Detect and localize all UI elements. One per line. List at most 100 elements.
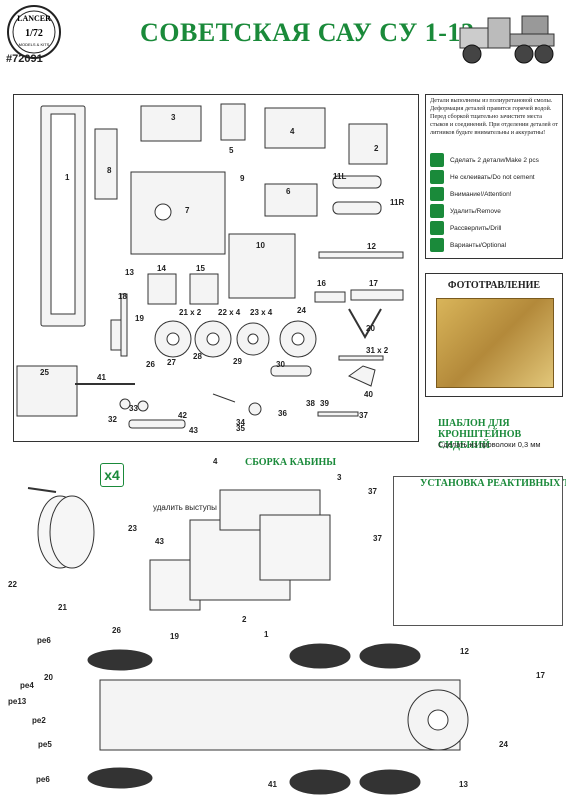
chassis-label: 41 xyxy=(268,780,277,789)
cabin-label: 43 xyxy=(155,537,164,546)
part-number: 11L xyxy=(333,172,347,181)
legend-row: Сделать 2 детали/Make 2 pcs xyxy=(430,153,562,169)
part-number: 14 xyxy=(157,264,166,273)
part-number: 5 xyxy=(229,146,234,155)
template-note: Сделать из проволоки 0,3 мм xyxy=(438,440,541,449)
part-number: 30 xyxy=(276,360,285,369)
part-number: 38 xyxy=(306,399,315,408)
part-number: 36 xyxy=(278,409,287,418)
part-number: 20 xyxy=(366,324,375,333)
sku-code: #72091 xyxy=(6,53,43,65)
part-number: 34 xyxy=(236,418,245,427)
chassis-label: 13 xyxy=(459,780,468,789)
remove-icon xyxy=(430,204,444,218)
brand-scale: 1/72 xyxy=(25,28,43,39)
part-number: 35 xyxy=(236,424,245,433)
chassis-label: 17 xyxy=(536,671,545,680)
part-number: 16 xyxy=(317,279,326,288)
part-number: 43 xyxy=(189,426,198,435)
page-title: СОВЕТСКАЯ САУ СУ 1-12 xyxy=(140,18,475,47)
legend-row: Удалить/Remove xyxy=(430,204,562,220)
chassis-label: 24 xyxy=(499,740,508,749)
chassis-label: pe2 xyxy=(32,716,46,725)
cabin-label: 4 xyxy=(213,457,218,466)
parts-sprue-panel xyxy=(13,94,419,442)
part-number: 21 x 2 xyxy=(179,308,202,317)
part-number: 27 xyxy=(167,358,176,367)
chassis-label: 26 xyxy=(112,626,121,635)
part-number: 13 xyxy=(125,268,134,277)
part-number: 31 x 2 xyxy=(366,346,389,355)
part-number: 9 xyxy=(240,174,245,183)
drill-icon xyxy=(430,221,444,235)
legend-row: Не склеивать/Do not cement xyxy=(430,170,562,186)
part-number: 7 xyxy=(185,206,190,215)
optional-icon xyxy=(430,238,444,252)
chassis-drawing xyxy=(87,643,469,795)
chassis-label: pe5 xyxy=(38,740,52,749)
part-number: 19 xyxy=(135,314,144,323)
attention-icon xyxy=(430,187,444,201)
jet-label: 37 xyxy=(373,534,382,543)
jet-label: 37 xyxy=(368,487,377,496)
part-number: 11R xyxy=(390,198,405,207)
part-number: 12 xyxy=(367,242,376,251)
x2-icon xyxy=(430,153,444,167)
photoetch-panel xyxy=(425,273,563,397)
part-number: 37 xyxy=(359,411,368,420)
brand-name: LANCER xyxy=(17,14,51,23)
part-number: 18 xyxy=(118,292,127,301)
brand-sub: MODELS & KITS xyxy=(19,42,50,47)
legend-row: Варианты/Optional xyxy=(430,238,562,254)
chassis-label: 19 xyxy=(170,632,179,641)
cabin-label: 3 xyxy=(337,473,342,482)
chassis-label: 1 xyxy=(264,630,269,639)
photoetch-title: ФОТОТРАВЛЕНИЕ xyxy=(447,280,541,291)
no-glue-icon xyxy=(430,170,444,184)
cabin-assembly-drawing xyxy=(27,487,331,611)
cabin-label: 2 xyxy=(242,615,247,624)
part-number: 42 xyxy=(178,411,187,420)
cabin-note: удалить выступы xyxy=(153,503,217,512)
photoetch-fret xyxy=(436,298,554,388)
cabin-label: 22 xyxy=(8,580,17,589)
part-number: 10 xyxy=(256,241,265,250)
chassis-label: pe4 xyxy=(20,681,34,690)
part-number: 6 xyxy=(286,187,291,196)
part-number: 15 xyxy=(196,264,205,273)
part-number: 4 xyxy=(290,127,295,136)
jet-section-title: УСТАНОВКА РЕАКТИВНЫХ ТЯГ xyxy=(420,478,566,489)
chassis-label: 12 xyxy=(460,647,469,656)
truck-illustration xyxy=(459,15,555,64)
legend-note: Детали выполнены из полиуретановой смолы… xyxy=(430,97,558,136)
part-number: 2 xyxy=(374,144,379,153)
part-number: 17 xyxy=(369,279,378,288)
part-number: 24 xyxy=(297,306,306,315)
legend-row: Рассверлить/Drill xyxy=(430,221,562,237)
part-number: 28 xyxy=(193,352,202,361)
x4-badge: x4 xyxy=(100,463,124,487)
part-number: 29 xyxy=(233,357,242,366)
chassis-label: pe6 xyxy=(37,636,51,645)
part-number: 1 xyxy=(65,173,70,182)
lancer-logo: LANCER 1/72 MODELS & KITS xyxy=(7,5,61,59)
chassis-label: pe6 xyxy=(36,775,50,784)
part-number: 26 xyxy=(146,360,155,369)
part-number: 32 xyxy=(108,415,117,424)
chassis-label: 20 xyxy=(44,673,53,682)
part-number: 8 xyxy=(107,166,112,175)
part-number: 22 x 4 xyxy=(218,308,241,317)
part-number: 23 x 4 xyxy=(250,308,273,317)
legend-row: Внимание!/Attention! xyxy=(430,187,562,203)
jet-rods-panel xyxy=(393,476,563,626)
part-number: 25 xyxy=(40,368,49,377)
parts-sprue-drawing xyxy=(16,103,404,429)
part-number: 33 xyxy=(129,404,138,413)
chassis-label: 21 xyxy=(58,603,67,612)
part-number: 3 xyxy=(171,113,176,122)
chassis-label: pe13 xyxy=(8,697,27,706)
part-number: 41 xyxy=(97,373,106,382)
cabin-label: 23 xyxy=(128,524,137,533)
legend-panel xyxy=(425,94,563,259)
cabin-section-title: СБОРКА КАБИНЫ xyxy=(245,457,337,468)
